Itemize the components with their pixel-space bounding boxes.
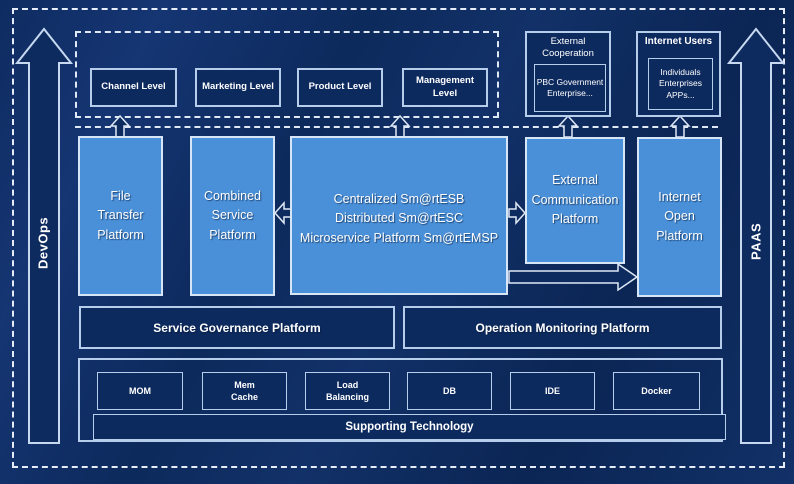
- marketing-level-label: Marketing Level: [202, 81, 274, 93]
- operation-monitoring-platform-label: Operation Monitoring Platform: [475, 320, 650, 335]
- supporting-technology-label: Supporting Technology: [345, 421, 474, 433]
- db-label: DB: [443, 385, 456, 396]
- internet-users-title: Internet Users: [644, 36, 713, 47]
- internet-users-members-box: Individuals Enterprises APPs...: [648, 58, 713, 110]
- external-communication-platform-box: External Communication Platform: [525, 137, 625, 264]
- external-cooperation-box: External Cooperation PBC Government Ente…: [525, 31, 611, 117]
- esb-core-platform-label: Centralized Sm@rtESB Distributed Sm@rtES…: [299, 192, 499, 245]
- channel-level-box: Channel Level: [90, 68, 177, 107]
- mom-label: MOM: [129, 385, 151, 396]
- db-box: DB: [407, 372, 492, 410]
- mem-cache-box: Mem Cache: [202, 372, 287, 410]
- external-cooperation-members-label: PBC Government Enterprise...: [536, 76, 604, 98]
- load-balancing-box: Load Balancing: [305, 372, 390, 410]
- service-governance-platform-box: Service Governance Platform: [79, 306, 395, 349]
- devops-rail-label: DevOps: [35, 216, 51, 269]
- paas-rail-label: PAAS: [748, 222, 764, 260]
- product-level-box: Product Level: [297, 68, 383, 107]
- external-cooperation-title: External Cooperation: [542, 36, 594, 59]
- file-transfer-platform-label: File Transfer Platform: [97, 188, 144, 242]
- channel-layer-dashed-group: [75, 31, 499, 118]
- load-balancing-label: Load Balancing: [325, 379, 369, 402]
- file-transfer-platform-box: File Transfer Platform: [78, 136, 163, 296]
- management-level-label: Management Level: [415, 75, 475, 99]
- management-level-box: Management Level: [402, 68, 488, 107]
- mem-cache-label: Mem Cache: [230, 379, 258, 402]
- internet-open-platform-label: Internet Open Platform: [656, 189, 703, 243]
- technology-layer-group-box: [78, 358, 723, 442]
- external-communication-platform-label: External Communication Platform: [531, 173, 619, 227]
- ide-box: IDE: [510, 372, 595, 410]
- product-level-label: Product Level: [308, 81, 372, 93]
- operation-monitoring-platform-box: Operation Monitoring Platform: [403, 306, 722, 349]
- internet-open-platform-box: Internet Open Platform: [637, 137, 722, 297]
- combined-service-platform-label: Combined Service Platform: [204, 188, 261, 242]
- combined-service-platform-box: Combined Service Platform: [190, 136, 275, 296]
- channel-level-label: Channel Level: [101, 81, 166, 93]
- docker-box: Docker: [613, 372, 700, 410]
- internet-users-members-label: Individuals Enterprises APPs...: [659, 66, 702, 100]
- esb-core-platform-box: Centralized Sm@rtESB Distributed Sm@rtES…: [290, 136, 508, 295]
- ide-label: IDE: [544, 385, 560, 396]
- supporting-technology-bar: Supporting Technology: [93, 414, 726, 440]
- docker-label: Docker: [641, 385, 672, 396]
- channel-platform-dashed-separator: [75, 126, 718, 128]
- mom-box: MOM: [97, 372, 183, 410]
- marketing-level-box: Marketing Level: [195, 68, 281, 107]
- external-cooperation-members-box: PBC Government Enterprise...: [534, 64, 606, 112]
- service-governance-platform-label: Service Governance Platform: [153, 320, 321, 335]
- internet-users-box: Internet Users Individuals Enterprises A…: [636, 31, 721, 117]
